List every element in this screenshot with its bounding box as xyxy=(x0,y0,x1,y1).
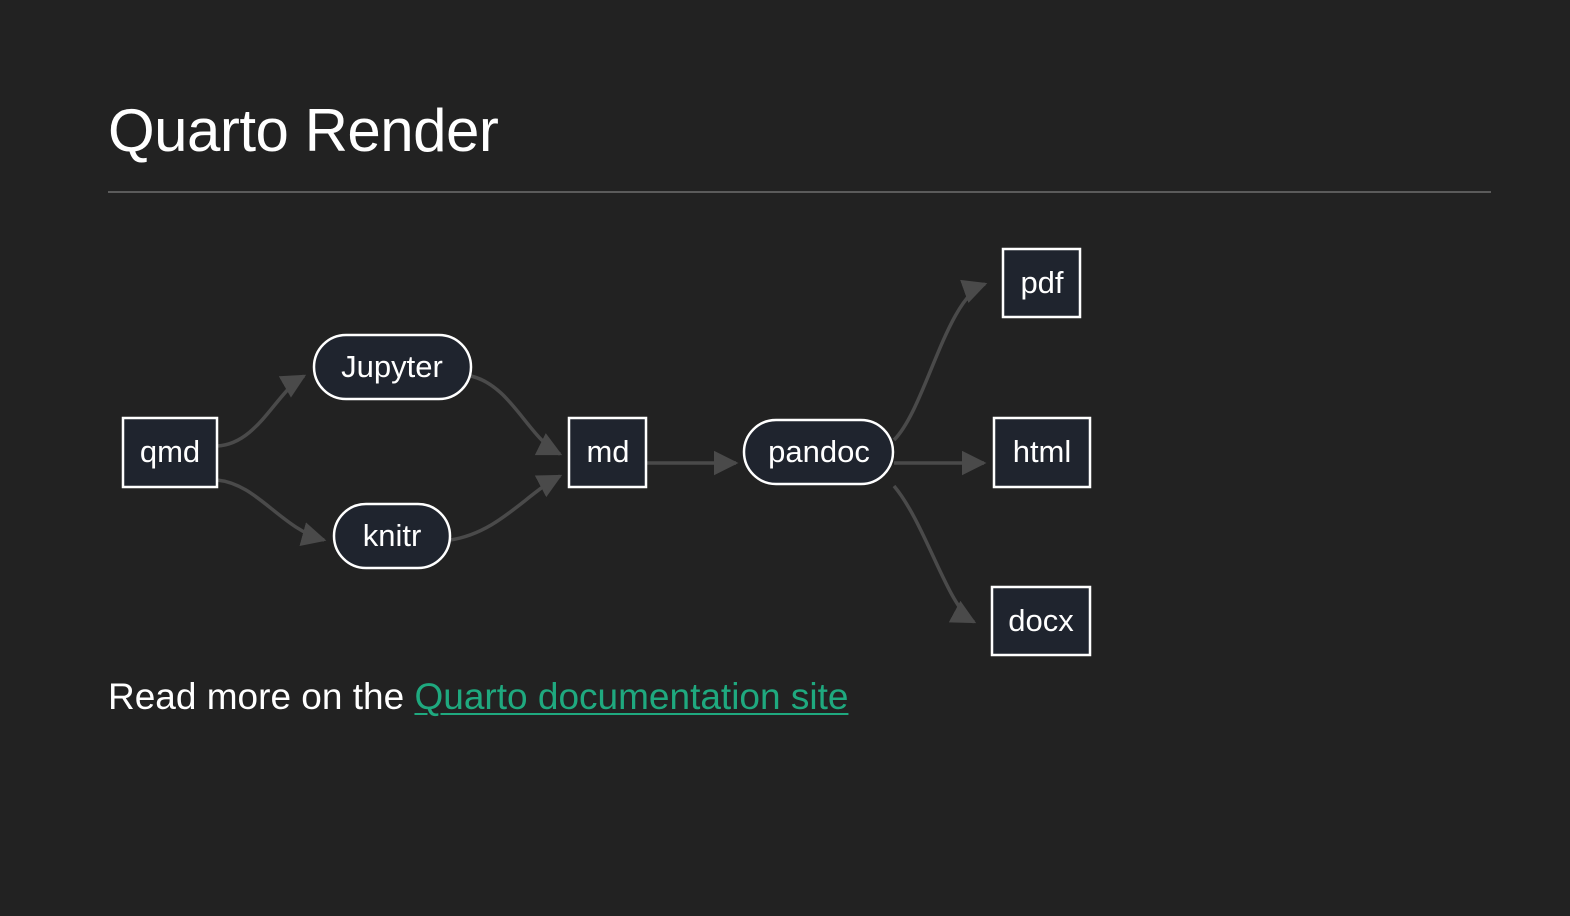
read-more-text: Read more on the Quarto documentation si… xyxy=(108,672,848,722)
flowchart-nodes: qmd Jupyter knitr md pandoc xyxy=(121,247,1092,657)
node-jupyter-label: Jupyter xyxy=(341,349,443,384)
node-docx[interactable]: docx xyxy=(990,585,1092,657)
read-more-lead: Read more on the xyxy=(108,676,415,717)
node-pandoc[interactable]: pandoc xyxy=(742,418,895,486)
page-title: Quarto Render xyxy=(108,97,499,164)
node-knitr-label: knitr xyxy=(363,518,422,553)
node-knitr[interactable]: knitr xyxy=(332,502,452,570)
edge-jupyter-to-md xyxy=(470,374,563,456)
node-docx-shape xyxy=(990,585,1092,657)
flowchart-svg: qmd Jupyter knitr md pandoc xyxy=(121,247,1092,657)
node-md-label: md xyxy=(586,434,629,469)
node-md[interactable]: md xyxy=(567,416,648,489)
node-html[interactable]: html xyxy=(992,416,1092,489)
title-divider xyxy=(108,191,1491,193)
quarto-render-flowchart: qmd Jupyter knitr md pandoc xyxy=(108,228,1208,658)
node-html-label: html xyxy=(1013,434,1072,469)
edge-pandoc-to-pdf xyxy=(892,279,988,442)
node-knitr-shape xyxy=(332,502,452,570)
node-qmd-shape xyxy=(121,416,219,489)
edge-qmd-to-jupyter xyxy=(216,374,307,448)
edge-pandoc-to-docx xyxy=(892,484,977,624)
node-jupyter[interactable]: Jupyter xyxy=(312,333,473,401)
node-md-shape xyxy=(567,416,648,489)
node-pdf-shape xyxy=(1001,247,1082,319)
node-jupyter-shape xyxy=(312,333,473,401)
edge-knitr-to-md xyxy=(449,474,563,542)
node-qmd-label: qmd xyxy=(140,434,200,469)
node-pdf-label: pdf xyxy=(1020,265,1063,300)
node-pdf[interactable]: pdf xyxy=(1001,247,1082,319)
node-docx-label: docx xyxy=(1008,603,1074,638)
quarto-documentation-link[interactable]: Quarto documentation site xyxy=(414,676,849,717)
flowchart-edges xyxy=(216,279,988,624)
node-html-shape xyxy=(992,416,1092,489)
node-pandoc-label: pandoc xyxy=(768,434,870,469)
node-qmd[interactable]: qmd xyxy=(121,416,219,489)
edge-qmd-to-knitr xyxy=(216,478,327,546)
node-pandoc-shape xyxy=(742,418,895,486)
